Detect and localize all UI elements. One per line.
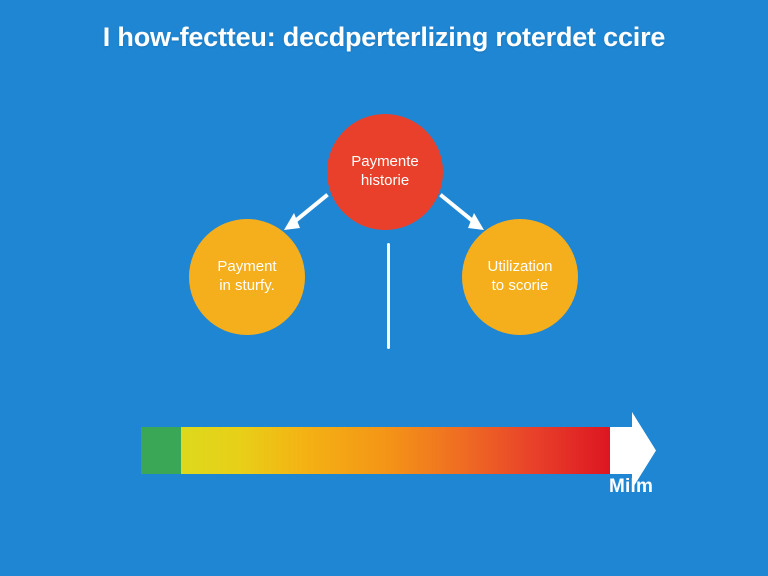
diagram-node-label: Utilization to scorie — [487, 258, 553, 294]
diagram-node-label: Paymente historie — [351, 153, 419, 189]
scale-segment-gradient — [181, 427, 613, 474]
vertical-line-icon — [387, 243, 390, 349]
diagram-node-payment-in-sturfy[interactable]: Payment in sturfy. — [189, 219, 305, 335]
scale-segment-low — [141, 427, 181, 474]
arrow-right-icon — [610, 412, 656, 489]
scale-end-label: Milm — [608, 476, 654, 497]
diagram-node-utilization-to-scorie[interactable]: Utilization to scorie — [462, 219, 578, 335]
diagram-node-label: Payment in sturfy. — [217, 258, 277, 294]
arrow-down-right-icon — [436, 192, 490, 236]
gradient-scale-bar — [141, 412, 656, 489]
page-title: I how-fectteu: decdperterlizing roterdet… — [102, 22, 666, 52]
arrow-down-left-icon — [278, 192, 332, 236]
diagram-node-payment-history[interactable]: Paymente historie — [327, 114, 443, 230]
